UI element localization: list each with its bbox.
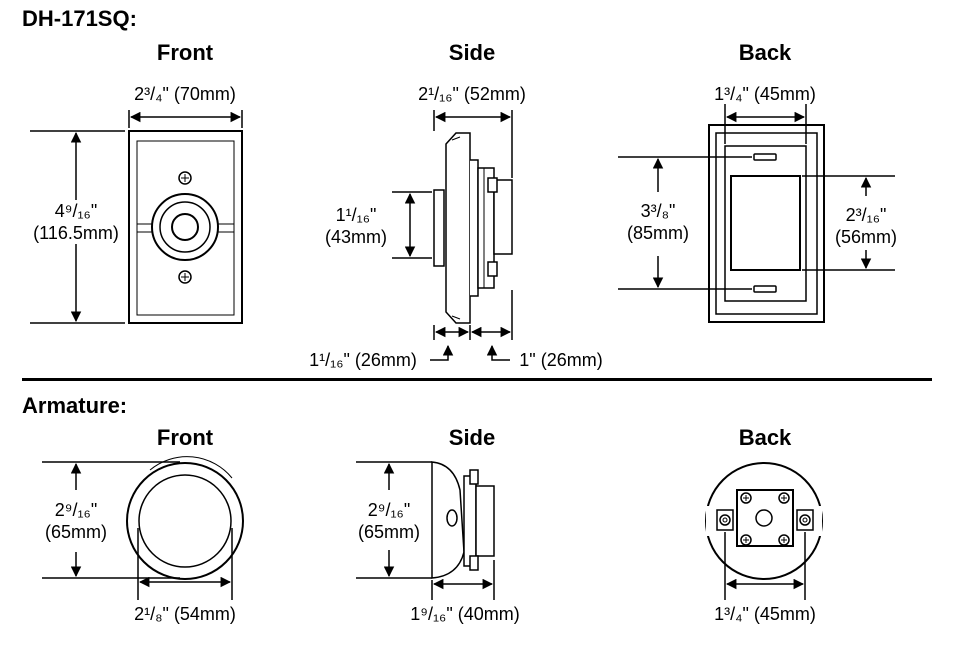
front-height-label: 4⁹/₁₆" (116.5mm) (14, 200, 138, 244)
model-title: DH-171SQ: (22, 6, 137, 31)
armature-front-drawing (126, 456, 244, 580)
armature-side-width-label: 1⁹/₁₆" (40mm) (410, 604, 520, 624)
armature-front-height-label: 2⁹/₁₆" (65mm) (36, 499, 116, 543)
armature-front-width-label: 2¹/₈" (54mm) (134, 604, 236, 624)
back-left-fraction: 3³/₈" (618, 200, 698, 222)
armature-side-height-mm: (65mm) (349, 521, 429, 543)
section-divider (22, 378, 932, 381)
front-height-mm: (116.5mm) (31, 222, 121, 244)
side-dimension-lines (392, 110, 513, 361)
armature-front-height-fraction: 2⁹/₁₆" (36, 499, 116, 521)
side-height-fraction: 1¹/₁₆" (335, 205, 377, 225)
armature-side-height-label: 2⁹/₁₆" (65mm) (349, 499, 429, 543)
armature-view-label-back: Back (738, 425, 792, 450)
armature-back-dimension-lines (724, 532, 806, 600)
view-label-front: Front (156, 40, 214, 65)
armature-title: Armature: (22, 393, 128, 418)
armature-back-drawing (705, 462, 823, 580)
back-dimension-lines (618, 104, 895, 290)
armature-view-label-front: Front (156, 425, 214, 450)
armature-side-drawing (431, 461, 495, 579)
armature-side-height-fraction: 2⁹/₁₆" (349, 499, 429, 521)
back-right-mm: (56mm) (826, 226, 906, 248)
armature-view-label-side: Side (448, 425, 496, 450)
armature-back-width-label: 1³/₄" (45mm) (714, 604, 816, 624)
back-left-height-label: 3³/₈" (85mm) (618, 200, 698, 244)
back-right-height-label: 2³/₁₆" (56mm) (826, 204, 906, 248)
front-height-fraction: 4⁹/₁₆" (52, 200, 100, 222)
front-width-label: 2³/₄" (70mm) (134, 84, 236, 104)
side-height-label: 1¹/₁₆" (43mm) (316, 204, 396, 248)
armature-front-dimension-lines (42, 461, 233, 600)
front-view-drawing (128, 130, 243, 324)
armature-side-dimension-lines (356, 461, 495, 600)
side-height-mm: (43mm) (325, 227, 387, 247)
back-view-drawing (708, 124, 825, 323)
view-label-back: Back (738, 40, 792, 65)
back-left-mm: (85mm) (618, 222, 698, 244)
side-view-drawing (433, 132, 513, 324)
back-width-label: 1³/₄" (45mm) (714, 84, 816, 104)
view-label-side: Side (448, 40, 496, 65)
armature-front-height-mm: (65mm) (36, 521, 116, 543)
side-bottom-left-label: 1¹/₁₆" (26mm) (309, 350, 417, 370)
back-right-fraction: 2³/₁₆" (826, 204, 906, 226)
side-bottom-right-label: 1" (26mm) (519, 350, 603, 370)
side-width-label: 2¹/₁₆" (52mm) (418, 84, 526, 104)
